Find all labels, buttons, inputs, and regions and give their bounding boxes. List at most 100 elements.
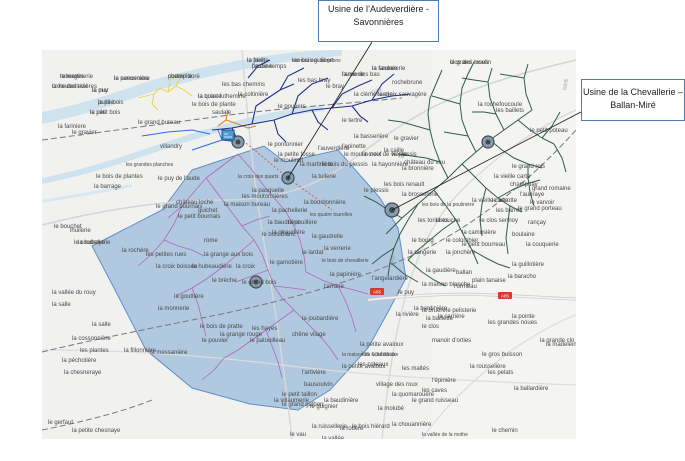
place-label: le petit bois	[90, 110, 120, 116]
place-label: la brosseterie	[402, 192, 439, 198]
place-label: le bouchet	[54, 224, 82, 230]
place-label: la pile	[90, 110, 106, 116]
place-label: la baracho	[508, 274, 537, 280]
place-label: la mer	[92, 88, 109, 94]
place-label: les moutonnières	[242, 194, 288, 200]
place-label: la croix de vierge	[362, 152, 408, 158]
place-label: la salle	[92, 322, 111, 328]
network-orange	[217, 109, 257, 129]
place-label: la croix sauvagère	[378, 92, 427, 98]
place-label: le patouilleau	[250, 338, 285, 344]
place-label: les bois guilbert	[292, 58, 334, 64]
place-label: la gaudrelle	[312, 234, 344, 240]
place-label: les barres	[496, 208, 522, 214]
plant-marker-villandry[interactable]	[221, 129, 235, 141]
place-label: le grand galbon	[282, 402, 323, 408]
road-label-d37e: D37E	[562, 78, 569, 90]
place-label: le bois hiérard	[352, 424, 390, 430]
place-label: le bois de pratte	[200, 324, 243, 330]
place-label: croix des rivières	[52, 84, 97, 90]
place-label: château du vau	[404, 160, 445, 166]
place-label: l'epinette	[342, 144, 366, 150]
place-label: le grand bournais	[156, 204, 202, 210]
place-label: rançay	[528, 220, 546, 226]
place-label: la vieille carte	[494, 174, 531, 180]
place-label: la tuilerie	[312, 174, 337, 180]
place-label: la barrage	[94, 184, 122, 190]
place-label: la forêt	[247, 58, 266, 64]
road-d127	[421, 314, 576, 439]
place-label: l'épinière	[432, 378, 456, 384]
place-label: le gros buisson	[482, 352, 522, 358]
place-label: le guignier	[310, 404, 338, 410]
place-label: les coteaux	[358, 362, 388, 368]
place-label: clos des roses	[450, 60, 488, 66]
plant-marker-chevallerie[interactable]	[384, 202, 400, 218]
place-label: les hayes	[252, 326, 277, 332]
place-label: la guillotière	[512, 262, 545, 268]
place-label: la basserière	[354, 134, 389, 140]
motorway-a85-core	[367, 293, 576, 301]
place-label: l'auzine	[252, 64, 273, 70]
callout-audeverdiere: Usine de l’Audeverdière - Savonnières	[318, 0, 439, 42]
place-label: l'ormeau	[454, 284, 477, 290]
place-label: le bois de plante	[192, 102, 236, 108]
place-label: la vallée de la mothe	[422, 432, 468, 438]
place-label: la maison bureau	[224, 202, 270, 208]
place-label: la verrerie	[324, 246, 351, 252]
place-label: la rousselière	[470, 364, 506, 370]
place-label: le bourg	[412, 238, 434, 244]
place-label: manoir d'orties	[432, 338, 471, 344]
place-label: la quarte	[198, 94, 222, 100]
place-label: la petite avaloux	[342, 364, 385, 370]
place-label: boulaine	[512, 232, 535, 238]
place-label: le lardat	[302, 250, 324, 256]
place-label: la pachellerie	[272, 208, 308, 214]
place-label: le tertre	[342, 118, 363, 124]
place-label: la maison de la becthoise	[342, 352, 399, 358]
plant-marker-ballan[interactable]	[249, 275, 263, 289]
callout-chevallerie-line1: Usine de la Chevallerie –	[582, 87, 684, 97]
place-label: la boire futhemine	[198, 94, 246, 100]
place-label: la carrière	[438, 314, 465, 320]
map-svg: D751 D37 D37E A85 A85	[42, 50, 576, 439]
place-label: la baudinière	[324, 398, 359, 404]
place-label: la martinerie	[60, 74, 94, 80]
plant-marker-savonnieres[interactable]	[231, 135, 245, 149]
place-label: le clos	[422, 324, 439, 330]
place-label: le grand bureau	[138, 120, 180, 126]
place-label: la chesneraye	[64, 370, 102, 376]
place-label: la croix	[236, 264, 255, 270]
place-label: puits bois	[98, 100, 123, 106]
place-label: la giraudière	[272, 230, 306, 236]
place-label: la couquerie	[526, 242, 559, 248]
place-label: passe-temps	[252, 64, 286, 70]
road-d121	[241, 50, 293, 439]
place-label: la baudrière	[268, 220, 300, 226]
railway-3	[42, 399, 153, 431]
place-label: le pouvier	[202, 338, 228, 344]
place-label: les bois de la poulinière	[422, 202, 474, 208]
place-label: la ballardière	[514, 386, 549, 392]
place-label: le chemin	[492, 428, 518, 434]
place-label: la croix boissée	[156, 264, 198, 270]
place-label: le bois de chevallerie	[322, 258, 369, 264]
map-view[interactable]: D751 D37 D37E A85 A85	[42, 50, 576, 439]
place-label: la pasquelle	[252, 188, 285, 194]
callout-chevallerie-line2: Ballan-Miré	[610, 100, 656, 110]
plant-marker-audeverdiere[interactable]	[281, 171, 295, 185]
place-label: la pile	[98, 100, 114, 106]
place-label: les grandes planches	[126, 162, 174, 168]
place-label: la coltinière	[238, 92, 269, 98]
place-label: la rochère	[122, 248, 149, 254]
plant-marker-east[interactable]	[481, 135, 495, 149]
svg-text:A85: A85	[501, 294, 510, 299]
place-label: le gravier	[394, 136, 419, 142]
place-label: la camusière	[462, 230, 497, 236]
place-label: bausoulvin	[304, 382, 333, 388]
road-label-d37: D37	[389, 254, 398, 264]
place-label: l'angelardière	[372, 276, 408, 282]
place-label: le bray	[326, 84, 344, 90]
place-label: champ doré	[168, 74, 200, 80]
place-label: la petite avaloux	[360, 342, 403, 348]
